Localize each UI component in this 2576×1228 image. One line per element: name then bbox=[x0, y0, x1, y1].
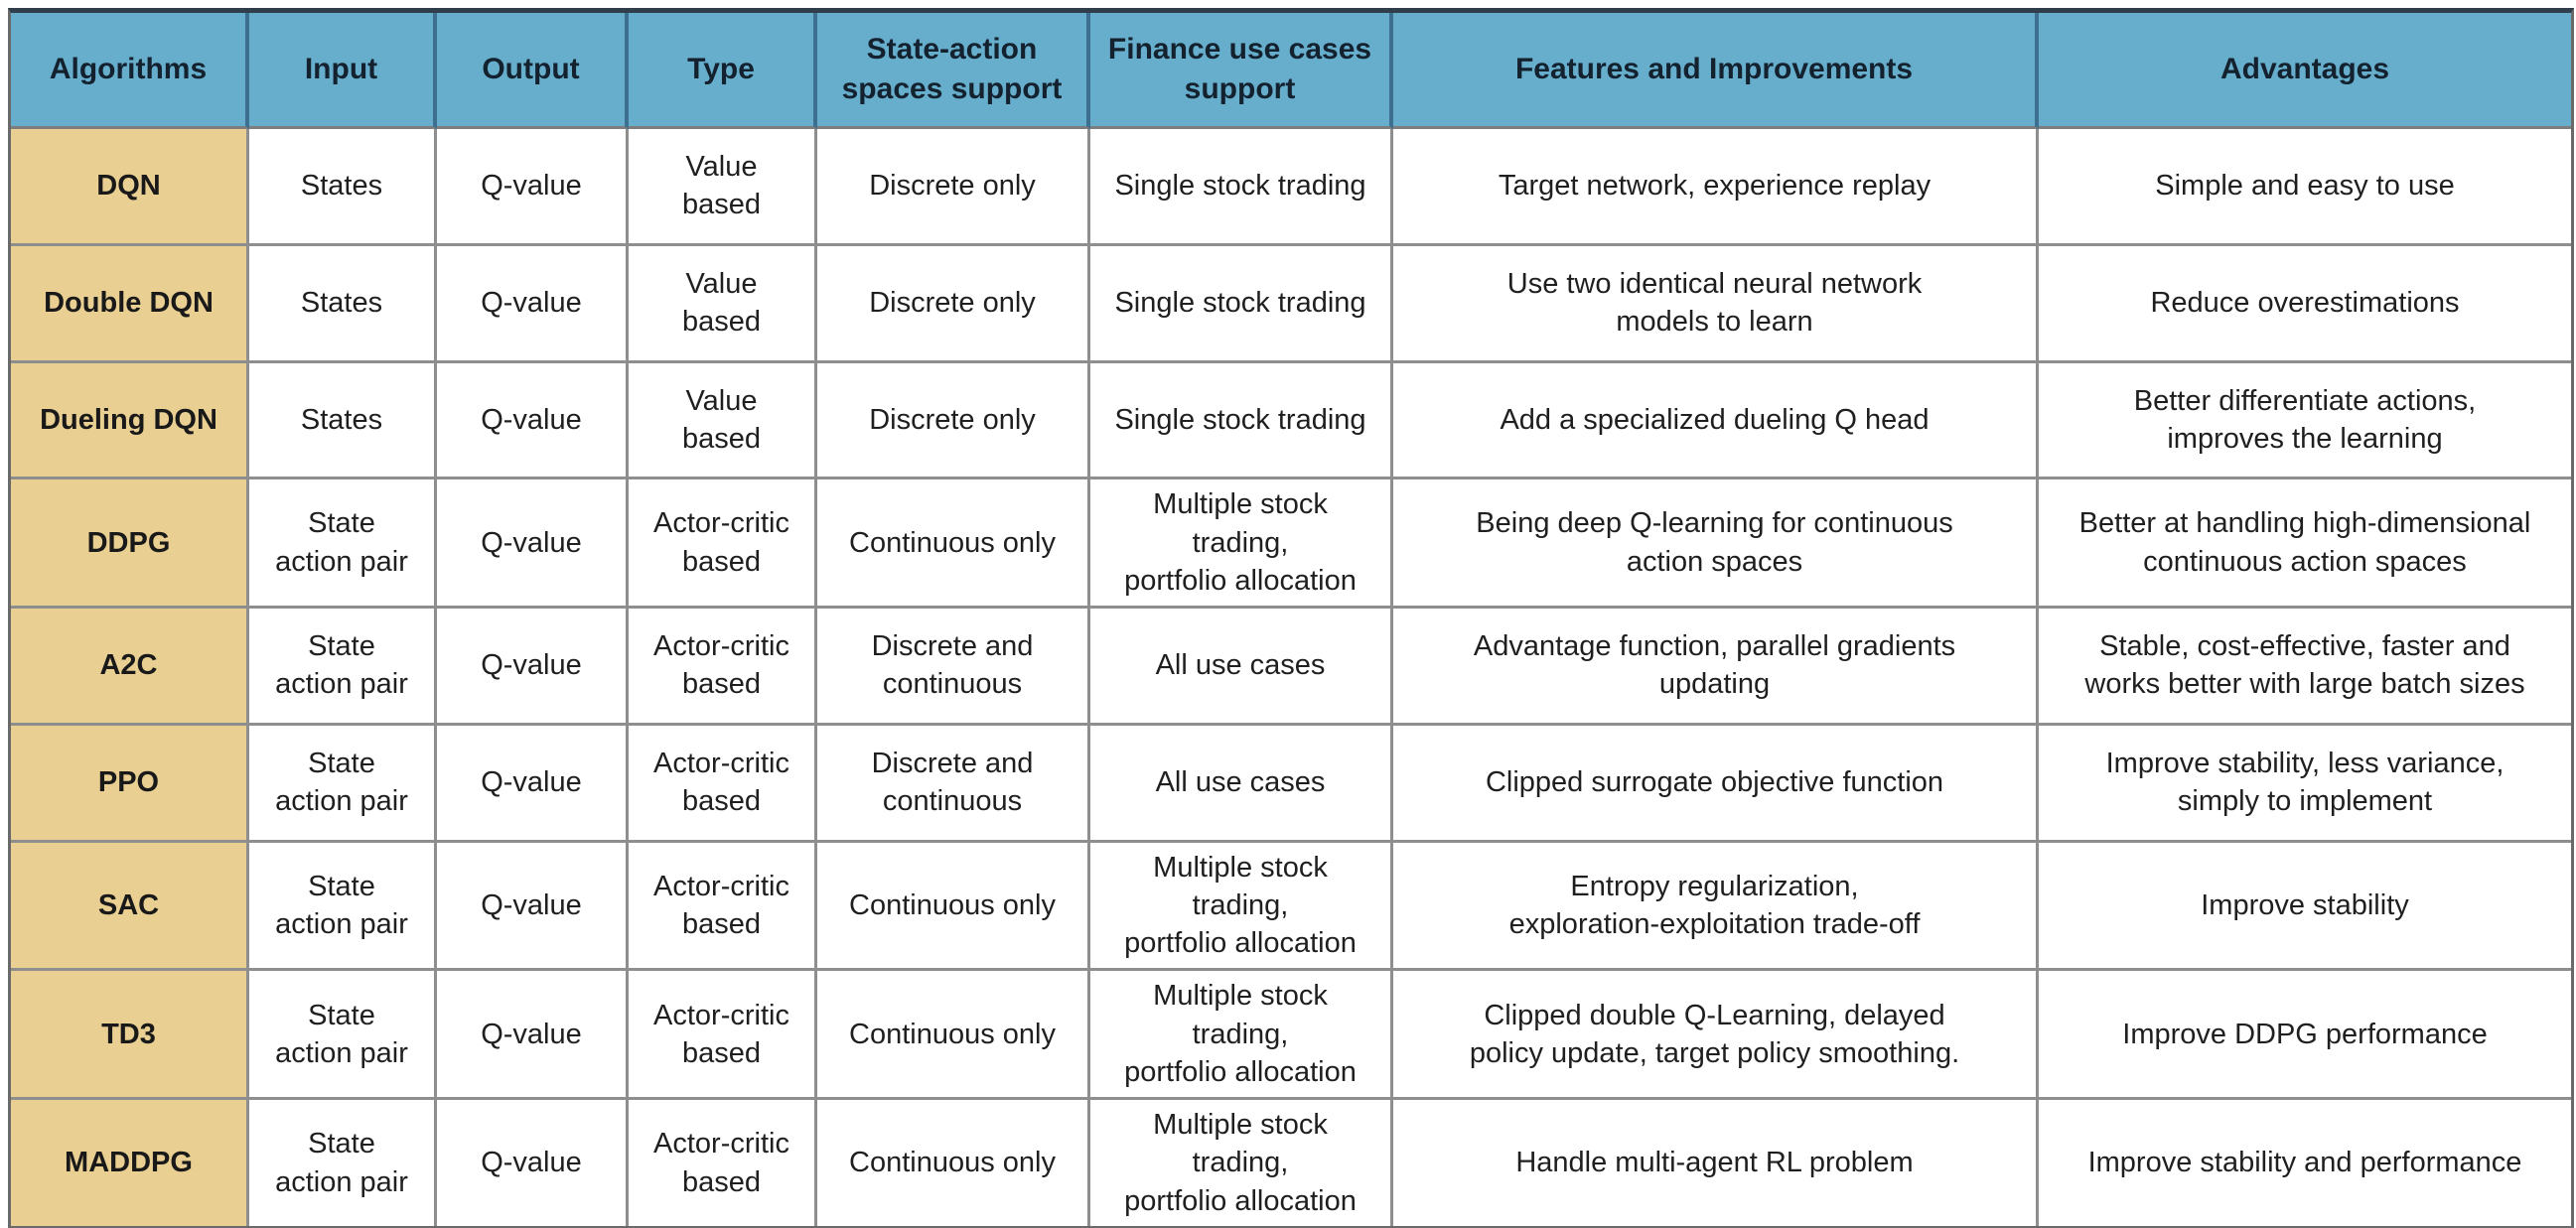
row-label-dqn: DQN bbox=[11, 129, 249, 246]
cell-ppo-type: Actor-critic based bbox=[629, 725, 817, 843]
cell-double-dqn-features: Use two identical neural network models … bbox=[1393, 245, 2039, 363]
column-header-type: Type bbox=[629, 13, 817, 129]
cell-a2c-type: Actor-critic based bbox=[629, 609, 817, 726]
cell-maddpg-input: State action pair bbox=[249, 1100, 437, 1226]
row-label-ddpg: DDPG bbox=[11, 479, 249, 610]
cell-dueling-dqn-type: Value based bbox=[629, 362, 817, 480]
cell-dueling-dqn-input: States bbox=[249, 362, 437, 480]
cell-dqn-spaces: Discrete only bbox=[817, 129, 1090, 246]
cell-maddpg-output: Q-value bbox=[437, 1100, 629, 1226]
cell-ppo-features: Clipped surrogate objective function bbox=[1393, 725, 2039, 843]
cell-double-dqn-spaces: Discrete only bbox=[817, 245, 1090, 363]
cell-a2c-advantages: Stable, cost-effective, faster and works… bbox=[2039, 609, 2571, 726]
cell-dqn-output: Q-value bbox=[437, 129, 629, 246]
cell-ddpg-spaces: Continuous only bbox=[817, 479, 1090, 610]
cell-a2c-finance: All use cases bbox=[1090, 609, 1393, 726]
cell-sac-spaces: Continuous only bbox=[817, 842, 1090, 972]
cell-ddpg-finance: Multiple stock trading, portfolio alloca… bbox=[1090, 479, 1393, 610]
row-label-sac: SAC bbox=[11, 842, 249, 972]
cell-td3-features: Clipped double Q-Learning, delayed polic… bbox=[1393, 971, 2039, 1101]
cell-ddpg-input: State action pair bbox=[249, 479, 437, 610]
cell-maddpg-spaces: Continuous only bbox=[817, 1100, 1090, 1226]
cell-a2c-output: Q-value bbox=[437, 609, 629, 726]
cell-dqn-input: States bbox=[249, 129, 437, 246]
cell-maddpg-advantages: Improve stability and performance bbox=[2039, 1100, 2571, 1226]
cell-dueling-dqn-advantages: Better differentiate actions, improves t… bbox=[2039, 362, 2571, 480]
row-label-double-dqn: Double DQN bbox=[11, 245, 249, 363]
cell-sac-input: State action pair bbox=[249, 842, 437, 972]
row-label-a2c: A2C bbox=[11, 609, 249, 726]
cell-dqn-features: Target network, experience replay bbox=[1393, 129, 2039, 246]
cell-sac-advantages: Improve stability bbox=[2039, 842, 2571, 972]
row-label-maddpg: MADDPG bbox=[11, 1100, 249, 1226]
cell-ppo-advantages: Improve stability, less variance, simply… bbox=[2039, 725, 2571, 843]
cell-dueling-dqn-finance: Single stock trading bbox=[1090, 362, 1393, 480]
cell-sac-output: Q-value bbox=[437, 842, 629, 972]
cell-double-dqn-finance: Single stock trading bbox=[1090, 245, 1393, 363]
cell-sac-finance: Multiple stock trading, portfolio alloca… bbox=[1090, 842, 1393, 972]
column-header-output: Output bbox=[437, 13, 629, 129]
cell-sac-features: Entropy regularization, exploration-expl… bbox=[1393, 842, 2039, 972]
cell-dueling-dqn-spaces: Discrete only bbox=[817, 362, 1090, 480]
column-header-algorithms: Algorithms bbox=[11, 13, 249, 129]
cell-dueling-dqn-features: Add a specialized dueling Q head bbox=[1393, 362, 2039, 480]
cell-td3-advantages: Improve DDPG performance bbox=[2039, 971, 2571, 1101]
cell-dueling-dqn-output: Q-value bbox=[437, 362, 629, 480]
cell-ppo-input: State action pair bbox=[249, 725, 437, 843]
column-header-finance-use-cases: Finance use cases support bbox=[1090, 13, 1393, 129]
algorithms-comparison-table: Algorithms Input Output Type State-actio… bbox=[8, 8, 2574, 1228]
cell-ppo-finance: All use cases bbox=[1090, 725, 1393, 843]
cell-a2c-spaces: Discrete and continuous bbox=[817, 609, 1090, 726]
cell-a2c-features: Advantage function, parallel gradients u… bbox=[1393, 609, 2039, 726]
row-label-td3: TD3 bbox=[11, 971, 249, 1101]
column-header-input: Input bbox=[249, 13, 437, 129]
cell-ddpg-output: Q-value bbox=[437, 479, 629, 610]
cell-ppo-output: Q-value bbox=[437, 725, 629, 843]
cell-ppo-spaces: Discrete and continuous bbox=[817, 725, 1090, 843]
cell-dqn-type: Value based bbox=[629, 129, 817, 246]
cell-ddpg-type: Actor-critic based bbox=[629, 479, 817, 610]
cell-td3-type: Actor-critic based bbox=[629, 971, 817, 1101]
row-label-ppo: PPO bbox=[11, 725, 249, 843]
cell-td3-finance: Multiple stock trading, portfolio alloca… bbox=[1090, 971, 1393, 1101]
cell-ddpg-advantages: Better at handling high-dimensional cont… bbox=[2039, 479, 2571, 610]
cell-dqn-finance: Single stock trading bbox=[1090, 129, 1393, 246]
cell-double-dqn-advantages: Reduce overestimations bbox=[2039, 245, 2571, 363]
row-label-dueling-dqn: Dueling DQN bbox=[11, 362, 249, 480]
cell-sac-type: Actor-critic based bbox=[629, 842, 817, 972]
cell-maddpg-features: Handle multi-agent RL problem bbox=[1393, 1100, 2039, 1226]
cell-double-dqn-input: States bbox=[249, 245, 437, 363]
cell-dqn-advantages: Simple and easy to use bbox=[2039, 129, 2571, 246]
cell-ddpg-features: Being deep Q-learning for continuous act… bbox=[1393, 479, 2039, 610]
column-header-features: Features and Improvements bbox=[1393, 13, 2039, 129]
cell-td3-input: State action pair bbox=[249, 971, 437, 1101]
cell-maddpg-finance: Multiple stock trading, portfolio alloca… bbox=[1090, 1100, 1393, 1226]
cell-td3-output: Q-value bbox=[437, 971, 629, 1101]
cell-double-dqn-type: Value based bbox=[629, 245, 817, 363]
cell-double-dqn-output: Q-value bbox=[437, 245, 629, 363]
column-header-advantages: Advantages bbox=[2039, 13, 2571, 129]
cell-a2c-input: State action pair bbox=[249, 609, 437, 726]
cell-maddpg-type: Actor-critic based bbox=[629, 1100, 817, 1226]
column-header-state-action-spaces: State-action spaces support bbox=[817, 13, 1090, 129]
cell-td3-spaces: Continuous only bbox=[817, 971, 1090, 1101]
